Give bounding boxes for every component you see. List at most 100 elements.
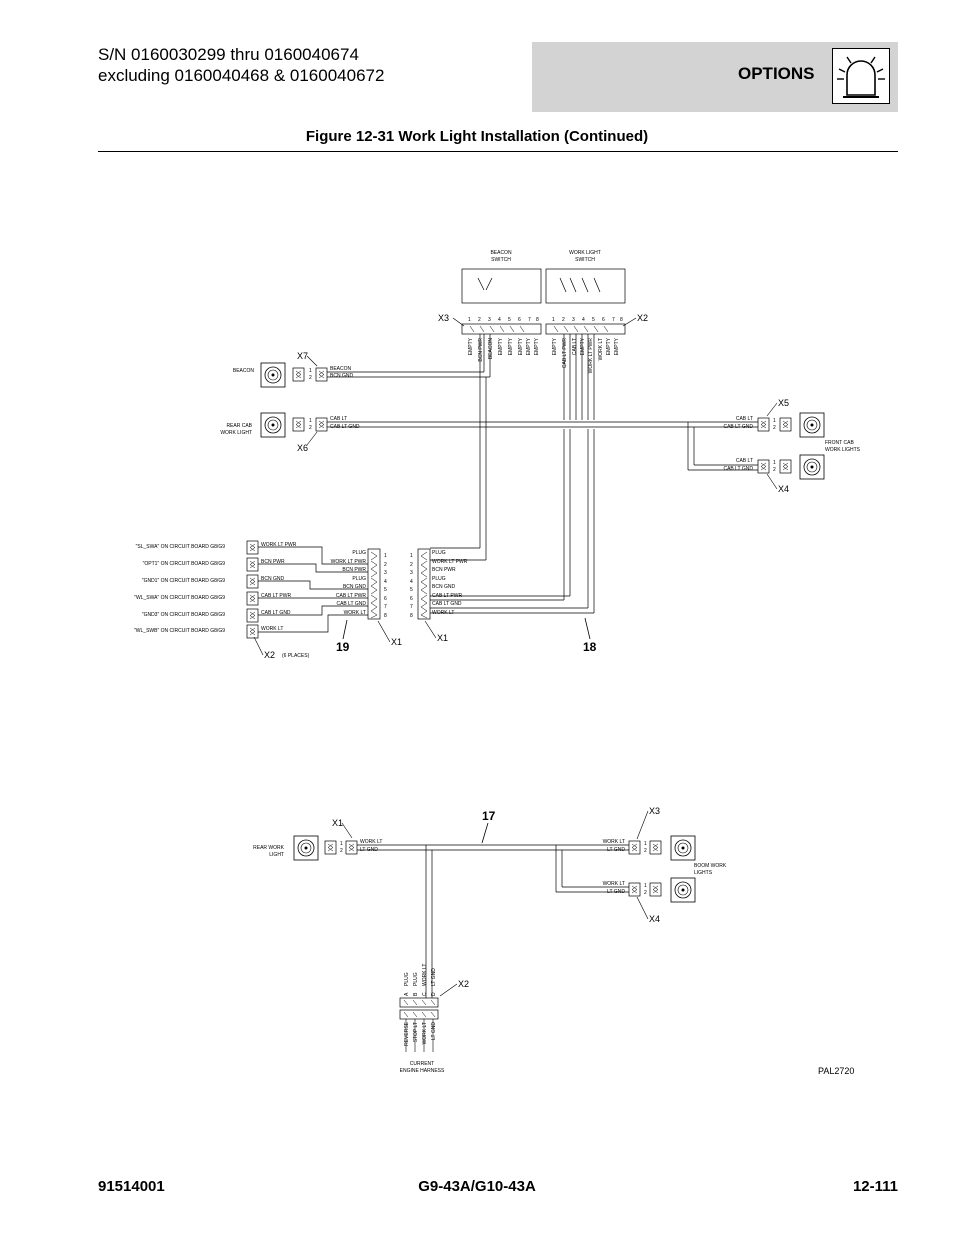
wire-label: WORK LT PWR [588,338,594,374]
x2-harness-label: X2 [458,979,469,989]
wire-label: WORK LT [344,610,366,616]
pin-number: 5 [592,317,595,323]
circuit-board-pin-label: "GND1" ON CIRCUIT BOARD G8/G9 [142,578,225,584]
x1-rear-work-label: X1 [332,818,343,828]
x2-harness-pins: A B C D [404,992,437,996]
circuit-board-wires [258,546,368,633]
wire-label: PLUG [432,550,446,556]
pin-number: 8 [620,317,623,323]
wire-label: EMPTY [468,337,474,355]
rear-work-light-label: REAR WORK [253,845,285,851]
pin-number: 1 [384,553,387,559]
wire-label: WORK LT [603,881,625,887]
pin-letter: D [431,992,437,996]
wire-label: STOP LT [413,1022,419,1042]
wire-label: BCN PWR [478,338,484,362]
places-note: (6 PLACES) [282,653,310,659]
wire-label: PLUG [404,972,410,986]
pin-number: 1 [410,553,413,559]
pin-number: 3 [488,317,491,323]
serial-range: S/N 0160030299 thru 0160040674 [98,45,359,64]
circuit-board-pin-label: "GND3" ON CIRCUIT BOARD G8/G9 [142,612,225,618]
wire-label: BCN GND [261,576,284,582]
rear-work-light-label-2: LIGHT [269,852,284,858]
work-light-switch-body [545,268,626,304]
section-tab: OPTIONS [532,42,898,112]
wire-label: PLUG [432,576,446,582]
harness-label-2: ENGINE HARNESS [400,1068,445,1074]
wire-label: BCN PWR [342,567,366,573]
rear-work-light-icon [293,835,319,861]
pin-number: 2 [410,562,413,568]
pin-number: 8 [384,613,387,619]
wire-label: EMPTY [518,337,524,355]
upper-wire-harness [327,334,758,614]
x3-label: X3 [438,313,449,323]
beacon-lamp-icon [260,362,286,388]
circuit-board-pin-label: "SL_SWA" ON CIRCUIT BOARD G8/G9 [136,544,226,550]
wire-label: EMPTY [508,337,514,355]
wire-label: EMPTY [552,337,558,355]
wire-label: WORK LT PWR [432,559,468,565]
pin-letter: C [422,992,428,996]
pin-number: 2 [309,375,312,381]
pin-number: 2 [562,317,565,323]
x4-boom-label: X4 [649,914,660,924]
x1-receptacle-body [417,548,431,620]
work-light-switch-pins: 1 2 3 4 5 6 7 8 [552,317,623,323]
callout-18: 18 [583,640,597,654]
wire-label: WORK LT [603,839,625,845]
x2-harness-connector-top [399,997,439,1008]
circuit-board-pin-label: "OPT1" ON CIRCUIT BOARD G8/G9 [143,561,226,567]
pin-number: 1 [309,368,312,374]
circuit-board-pin-label: "WL_SWA" ON CIRCUIT BOARD G8/G9 [134,595,225,601]
pin-number: 1 [309,418,312,424]
pin-number: 4 [582,317,585,323]
wire-label: BCN GND [343,584,366,590]
pin-number: 8 [410,613,413,619]
pin-number: 2 [478,317,481,323]
wire-label: CAB LT GND [723,466,753,472]
x7-label: X7 [297,351,308,361]
boom-work-light-icon [670,835,696,861]
beacon-switch-pins: 1 2 3 4 5 6 7 8 [468,317,539,323]
wire-label: BCN PWR [261,559,285,565]
x1-right-wire-labels: PLUG WORK LT PWR BCN PWR PLUG BCN GND CA… [432,550,468,616]
pin-number: 5 [410,587,413,593]
x5-label: X5 [778,398,789,408]
front-cab-label-2: WORK LIGHTS [825,447,861,453]
wire-label: WORK LT [598,338,604,360]
circuit-board-pin-label: "WL_SWB" ON CIRCUIT BOARD G8/G9 [134,628,225,634]
circuit-board-wire-labels: WORK LT PWR BCN PWR BCN GND CAB LT PWR C… [261,542,297,632]
beacon-switch-label: BEACON [490,250,512,256]
pin-number: 2 [309,425,312,431]
pin-number: 2 [773,425,776,431]
circuit-board-labels: "SL_SWA" ON CIRCUIT BOARD G8/G9 "OPT1" O… [134,544,225,634]
wire-label: WORK LT PWR [261,542,297,548]
pin-number: 6 [410,596,413,602]
pin-number: 6 [602,317,605,323]
beacon-switch-body [461,268,542,304]
wire-label: PLUG [352,550,366,556]
pin-number: 2 [644,890,647,896]
wire-label: WORK LT [422,964,428,986]
x3-boom-label: X3 [649,806,660,816]
wire-label: CAB LT GND [336,601,366,607]
wire-label: PLUG [413,972,419,986]
x2-label: X2 [637,313,648,323]
pin-number: 3 [410,570,413,576]
wire-label: CAB LT PWR [261,593,291,599]
pin-number: 6 [384,596,387,602]
circuit-board-connectors [246,540,259,639]
x1-left-pins: 1 2 3 4 5 6 7 8 [384,553,387,619]
front-cab-work-light-icon [799,454,825,480]
wire-label: CAB LT PWR [336,593,366,599]
pin-number: 2 [384,562,387,568]
pin-number: 4 [384,579,387,585]
pin-number: 1 [644,841,647,847]
wire-label: WORK LT [422,1022,428,1044]
wire-label: WORK LT [261,626,283,632]
wire-label: EMPTY [498,337,504,355]
pin-number: 3 [384,570,387,576]
x1-receptacle-label: X1 [437,633,448,643]
